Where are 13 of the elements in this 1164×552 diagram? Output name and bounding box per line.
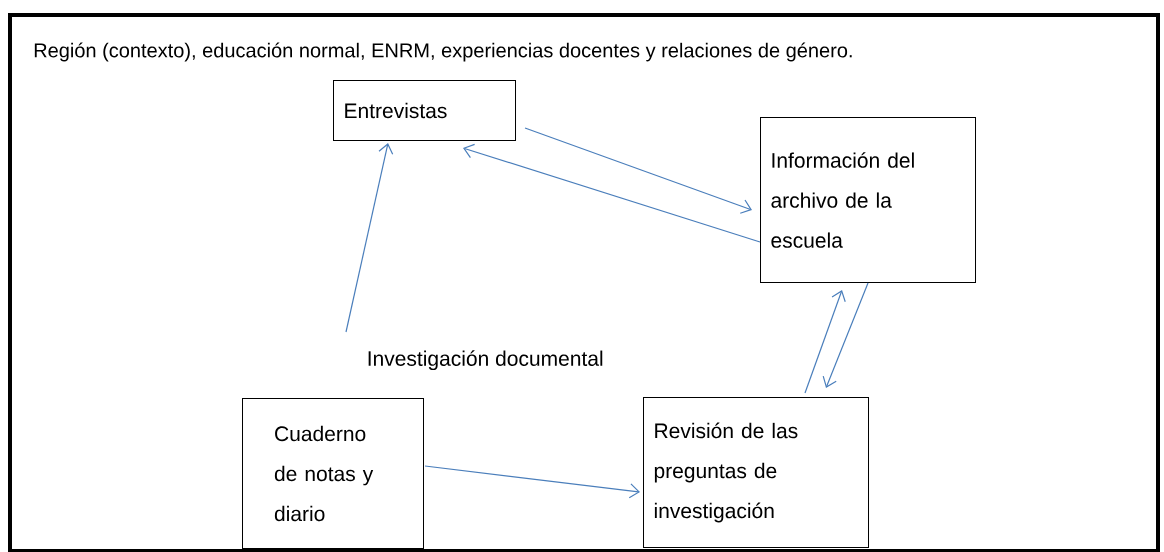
frame-box — [8, 13, 1160, 552]
arrow — [463, 143, 761, 243]
arrow — [424, 465, 640, 499]
arrow — [524, 127, 752, 214]
process-box: Información del archivo de la escuela — [760, 117, 976, 283]
process-box: Entrevistas — [333, 80, 516, 141]
process-box: Revisión de las preguntas de investigación — [643, 397, 869, 548]
arrow — [804, 290, 846, 394]
text-label: Investigación documental — [368, 350, 603, 371]
arrow — [345, 143, 394, 333]
arrow — [822, 282, 869, 388]
heading: Región (contexto), educación normal, ENRM, experiencias docentes y relaciones de género. — [34, 42, 852, 62]
process-box: Cuaderno de notas y diario — [242, 398, 424, 549]
